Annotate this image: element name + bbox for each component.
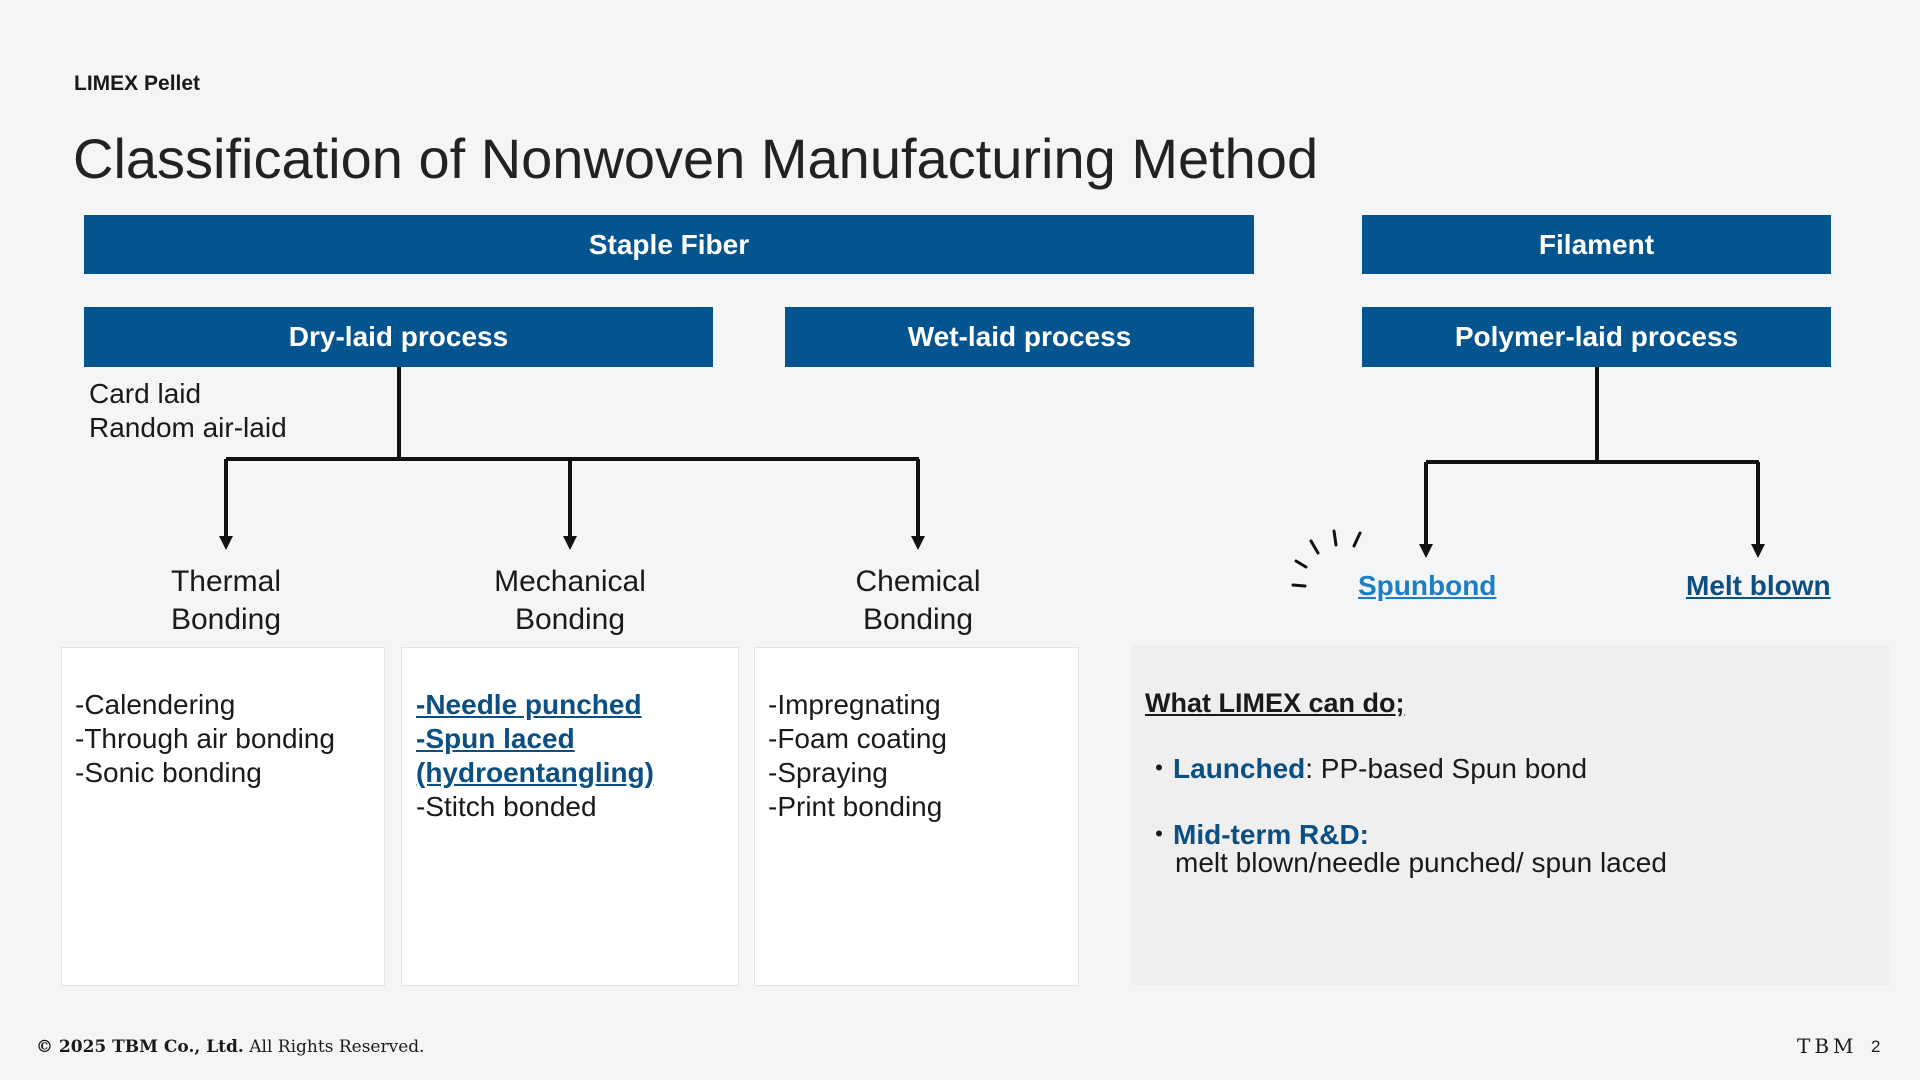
chemical-list: -Impregnating -Foam coating -Spraying -P… (755, 648, 1078, 824)
midterm-label: Mid-term R&D: (1173, 819, 1370, 850)
list-item: -Calendering (75, 689, 236, 720)
arrow-down-icon (1419, 544, 1433, 558)
dry-laid-notes: Card laid Random air-laid (89, 377, 287, 445)
limex-heading: What LIMEX can do; (1145, 688, 1405, 718)
list-item: -Print bonding (768, 791, 943, 822)
thermal-heading-line-1: Thermal (170, 565, 282, 598)
midterm-text: melt blown/needle punched/ spun laced (1175, 847, 1667, 878)
polymer-laid-label: Polymer-laid process (1454, 321, 1739, 352)
wet-laid-bar: Wet-laid process (785, 307, 1254, 367)
list-item: -Spraying (768, 757, 888, 788)
mechanical-bonding-box: -Needle punched -Spun laced (hydroentang… (401, 647, 739, 986)
needle-punched-link[interactable]: -Needle punched (416, 689, 642, 720)
melt-blown-link[interactable]: Melt blown (1686, 570, 1831, 601)
launched-text: : PP-based Spun bond (1305, 753, 1588, 784)
mechanical-bonding-heading: Mechanical Bonding (460, 563, 680, 639)
page-number: 2 (1871, 1037, 1881, 1056)
wet-laid-label: Wet-laid process (907, 321, 1132, 352)
chemical-bonding-box: -Impregnating -Foam coating -Spraying -P… (754, 647, 1079, 986)
limex-capability-box: What LIMEX can do; ・Launched: PP-based S… (1131, 645, 1889, 985)
staple-fiber-bar: Staple Fiber (84, 215, 1254, 274)
arrow-down-icon (219, 536, 233, 550)
copyright-company: © 2025 TBM Co., Ltd. (36, 1037, 244, 1057)
list-item: -Through air bonding (75, 723, 335, 754)
spun-laced-link[interactable]: -Spun laced (416, 723, 575, 754)
dry-laid-label: Dry-laid process (288, 321, 509, 352)
thermal-bonding-box: -Calendering -Through air bonding -Sonic… (61, 647, 385, 986)
header-label: LIMEX Pellet (74, 72, 201, 95)
mechanical-heading-line-2: Bonding (514, 603, 626, 636)
chemical-bonding-heading: Chemical Bonding (818, 563, 1018, 639)
chemical-heading-line-2: Bonding (862, 603, 974, 636)
page-title: Classification of Nonwoven Manufacturing… (73, 127, 1319, 190)
list-item: -Impregnating (768, 689, 941, 720)
thermal-list: -Calendering -Through air bonding -Sonic… (62, 648, 384, 790)
dry-laid-bar: Dry-laid process (84, 307, 713, 367)
polymer-laid-bar: Polymer-laid process (1362, 307, 1831, 367)
filament-label: Filament (1538, 228, 1655, 260)
thermal-bonding-heading: Thermal Bonding (126, 563, 326, 639)
mechanical-heading-line-1: Mechanical (494, 565, 646, 598)
midterm-line: ・Mid-term R&D: (1145, 813, 1369, 853)
launched-line: ・Launched: PP-based Spun bond (1145, 747, 1587, 787)
tbm-logo: TBM (1797, 1034, 1858, 1058)
list-item: -Foam coating (768, 723, 947, 754)
copyright-rest: All Rights Reserved. (243, 1037, 425, 1057)
thermal-heading-line-2: Bonding (170, 603, 282, 636)
launched-label: Launched (1173, 753, 1306, 784)
note-card-laid: Card laid (89, 378, 202, 409)
filament-bar: Filament (1362, 215, 1831, 274)
note-random-air-laid: Random air-laid (89, 412, 287, 443)
bullet-mark: ・ (1145, 819, 1174, 850)
hydroentangling-link[interactable]: (hydroentangling) (416, 757, 654, 788)
arrow-down-icon (1751, 544, 1765, 558)
copyright: © 2025 TBM Co., Ltd. All Rights Reserved… (36, 1037, 425, 1057)
chemical-heading-line-1: Chemical (855, 565, 981, 598)
arrow-down-icon (563, 536, 577, 550)
sparkle-icon (1291, 529, 1362, 588)
list-item: -Stitch bonded (416, 791, 597, 822)
arrow-down-icon (911, 536, 925, 550)
bullet-mark: ・ (1145, 753, 1174, 784)
spunbond-link[interactable]: Spunbond (1358, 570, 1497, 601)
list-item: -Sonic bonding (75, 757, 262, 788)
mechanical-list: -Needle punched -Spun laced (hydroentang… (402, 648, 738, 824)
staple-fiber-label: Staple Fiber (588, 228, 750, 260)
